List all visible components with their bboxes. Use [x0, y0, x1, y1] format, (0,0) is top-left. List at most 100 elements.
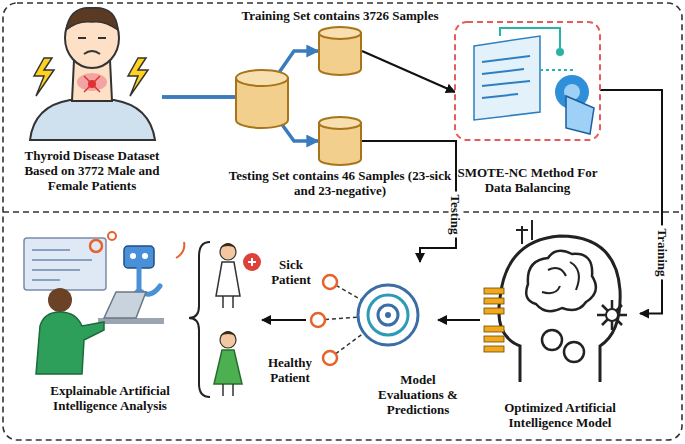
- testing-cylinder: [319, 117, 361, 165]
- edge-label: Testing: [448, 191, 463, 237]
- evaluation-target-icon-part: [358, 285, 418, 345]
- thyroid-patient-icon-part: [77, 73, 107, 91]
- xai-scene-icon-part: [36, 312, 104, 374]
- evaluation-target-icon-part: [323, 275, 337, 289]
- xai-scene-icon-part: [176, 242, 184, 258]
- xai-scene-icon-part: [124, 246, 154, 268]
- thyroid-patient-icon-part: [34, 58, 54, 96]
- smote-icon-part: [540, 69, 575, 71]
- smote-icon-part: [482, 56, 530, 98]
- process-node: Explainable Artificial Intelligence Anal…: [10, 228, 262, 378]
- database-cylinder-part: [236, 70, 288, 86]
- xai-scene-icon-part: [104, 292, 146, 318]
- thyroid-patient-icon-part: [66, 8, 118, 30]
- xai-scene-icon-part: [142, 253, 148, 259]
- thyroid-patient-icon-part: [30, 100, 155, 140]
- ai-model-icon-part: [516, 220, 532, 244]
- thyroid-patient-icon-part: [78, 37, 106, 39]
- sick-patient-figure-part: [223, 296, 233, 308]
- smote-icon: [455, 22, 600, 140]
- sick-patient-figure-part: [220, 243, 236, 248]
- healthy-patient-figure-part: [220, 331, 236, 336]
- edge-label: Training: [654, 225, 669, 279]
- node-caption: Thyroid Disease Dataset Based on 3772 Ma…: [7, 148, 177, 193]
- xai-scene-icon-part: [130, 253, 136, 259]
- flow-arrow: [262, 319, 306, 321]
- xai-scene-icon-part: [108, 232, 116, 240]
- ai-model-icon-part: [542, 330, 562, 350]
- ai-model-icon-part-part: [484, 308, 504, 314]
- ai-model-icon-part: [499, 236, 620, 382]
- ai-model-icon-part: [564, 342, 584, 362]
- sick-patient-figure-part: [216, 262, 240, 296]
- node-caption: Training Set contains 3726 Samples: [210, 8, 470, 23]
- section-divider: [3, 211, 682, 213]
- ai-model-icon-part: [542, 262, 579, 293]
- outer-border: [3, 3, 682, 440]
- node-caption: Optimized Artificial Intelligence Model: [485, 400, 635, 430]
- ai-model-icon-part-part: [484, 288, 504, 294]
- xai-scene-icon-part: [48, 288, 72, 312]
- ai-model-icon-part: [526, 251, 596, 311]
- node-caption: Testing Set contains 46 Samples (23-sick…: [225, 168, 455, 198]
- process-node: Thyroid Disease Dataset Based on 3772 Ma…: [22, 8, 162, 140]
- flow-arrow: [438, 319, 480, 321]
- sick-patient-figure-part: [220, 244, 236, 260]
- flow-arrow: [362, 51, 455, 92]
- thyroid-patient-icon-part: [128, 58, 148, 96]
- xai-scene-icon-part: [32, 250, 92, 280]
- sick-patient-figure-part: [248, 258, 256, 266]
- node-caption: SMOTE-NC Method For Data Balancing: [450, 165, 605, 195]
- node-caption: Explainable Artificial Intelligence Anal…: [25, 383, 195, 413]
- training-cylinder-part: [319, 27, 361, 39]
- ai-model-icon-part-part: [484, 298, 504, 304]
- xai-scene-icon-part: [90, 240, 102, 252]
- thyroid-patient-icon-part: [84, 51, 100, 54]
- xai-scene-icon-part: [98, 318, 164, 324]
- ai-model-icon-part-part: [484, 326, 504, 332]
- evaluation-target-icon-part: [378, 305, 398, 325]
- process-node: Optimized Artificial Intelligence Model: [480, 222, 640, 385]
- thyroid-patient-icon-part: [84, 76, 100, 92]
- database-cylinder: [236, 70, 288, 128]
- training-cylinder: [319, 27, 361, 75]
- group-brace-part: [189, 242, 210, 397]
- healthy-patient-figure-part: [214, 350, 242, 384]
- evaluation-target-icon-part: [311, 313, 325, 327]
- xai-scene-icon-part: [24, 238, 106, 290]
- ai-model-icon: [484, 220, 627, 382]
- process-node: Model Evaluations & Predictions: [306, 262, 438, 366]
- sick-patient-figure-part: [243, 253, 261, 271]
- thyroid-patient-icon-part: [65, 8, 119, 68]
- smote-icon-part: [500, 28, 560, 48]
- healthy-patient-figure-part: [220, 332, 236, 348]
- smote-icon-part: [556, 48, 564, 56]
- patient-label: Healthy Patient: [260, 355, 320, 385]
- flow-arrow: [362, 141, 456, 262]
- evaluation-target-icon-part: [368, 295, 408, 335]
- evaluation-target-icon-part: [323, 351, 337, 365]
- process-node: Training Set contains 3726 Samples: [318, 26, 362, 76]
- process-node: Testing Set contains 46 Samples (23-sick…: [318, 116, 362, 166]
- thyroid-patient-icon: [30, 8, 155, 140]
- group-brace: [189, 242, 210, 397]
- sick-patient-figure: [216, 243, 261, 308]
- flow-arrow: [600, 90, 662, 314]
- patient-label: Sick Patient: [266, 257, 316, 287]
- smote-icon-part: [474, 36, 540, 120]
- smote-icon-part: [455, 22, 600, 140]
- evaluation-target-icon-part: [385, 312, 391, 318]
- smote-icon-part: [566, 96, 594, 134]
- ai-model-icon-part: [606, 309, 618, 321]
- testing-cylinder-part: [319, 117, 361, 129]
- xai-scene-icon: [24, 232, 184, 374]
- evaluation-target-icon: [311, 275, 418, 365]
- healthy-patient-figure: [214, 331, 242, 396]
- node-caption: Model Evaluations & Predictions: [368, 372, 468, 417]
- ai-model-icon-part: [597, 300, 627, 330]
- ai-model-icon-part-part: [484, 336, 504, 342]
- healthy-patient-figure-part: [223, 384, 233, 396]
- ai-model-icon-part-part: [484, 346, 504, 352]
